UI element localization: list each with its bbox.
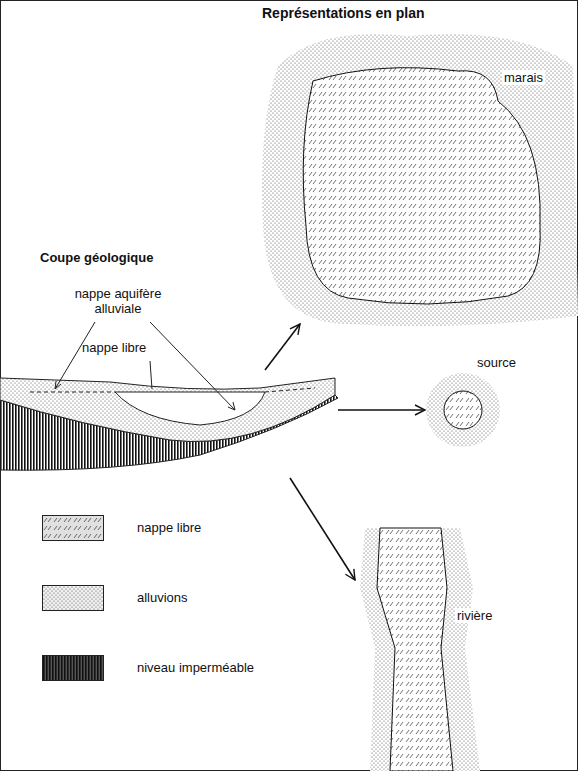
legend-text: nappe libre <box>137 520 201 535</box>
arrow-connector <box>290 478 355 580</box>
plan-texture <box>426 373 500 447</box>
water-table-label: nappe libre <box>82 340 146 355</box>
marsh-label: marais <box>502 70 545 85</box>
plan-outline <box>355 528 485 771</box>
plan-ground <box>377 528 453 771</box>
plan-ground <box>303 68 540 304</box>
water-table-dashed <box>30 392 115 393</box>
leader-line <box>150 361 152 389</box>
spring-plan: source <box>425 372 501 448</box>
plan-ground <box>262 34 578 326</box>
legend-swatch <box>42 585 104 611</box>
legend-text: niveau imperméable <box>137 660 254 675</box>
plan-ground <box>444 391 482 429</box>
water-table-dashed <box>265 388 315 392</box>
plan-texture <box>262 34 578 326</box>
plan-ground <box>426 373 500 447</box>
marsh-plan: marais <box>258 26 578 324</box>
leader-line <box>150 322 235 410</box>
arrow-connector <box>265 324 300 370</box>
section-heading: Coupe géologique <box>40 250 153 265</box>
swatch-texture <box>43 586 103 610</box>
arrow-connector <box>338 409 425 411</box>
plan-texture <box>444 391 482 429</box>
swatch-texture <box>43 516 103 540</box>
plan-texture <box>303 68 540 304</box>
plan-ground <box>360 528 480 771</box>
aquifer-label: nappe aquifère alluviale <box>60 286 176 316</box>
leader-line <box>55 322 95 389</box>
water-lens <box>115 392 265 425</box>
cross-section: nappe aquifère alluvialenappe libre <box>0 370 338 478</box>
legend-text: alluvions <box>137 590 188 605</box>
swatch-texture <box>43 656 103 680</box>
legend-swatch <box>42 515 104 541</box>
legend-swatch <box>42 655 104 681</box>
plan-outline <box>425 372 501 448</box>
leader-head <box>55 381 61 389</box>
plan-texture <box>377 528 453 771</box>
river-label: rivière <box>455 608 494 623</box>
spring-label: source <box>475 355 518 370</box>
plan-heading: Représentations en plan <box>262 5 425 21</box>
alluvium-layer <box>0 378 335 442</box>
plan-texture <box>360 528 480 771</box>
river-plan: rivière <box>355 528 485 771</box>
alluvium-layer-texture <box>0 378 335 442</box>
leader-head <box>228 402 235 410</box>
